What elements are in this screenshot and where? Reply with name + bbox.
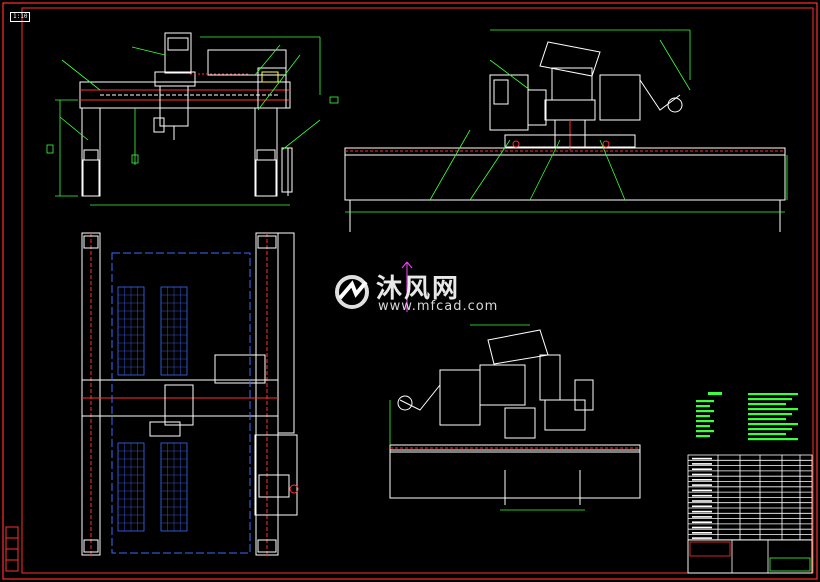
- note-line: [748, 433, 786, 436]
- title-block-cell: [692, 468, 712, 470]
- note-line: [696, 430, 714, 433]
- inner-frame: [21, 7, 814, 574]
- title-block-cell: [692, 532, 712, 534]
- title-block-cell: [692, 463, 712, 465]
- title-block: [687, 454, 813, 574]
- watermark-text: 沐风网: [376, 274, 461, 304]
- front-view-dimensions: [46, 36, 321, 206]
- note-line: [748, 403, 786, 406]
- title-block-cell: [692, 494, 712, 497]
- note-line: [748, 398, 792, 401]
- note-line: [748, 438, 798, 441]
- title-block-cell: [692, 505, 712, 508]
- note-line: [696, 405, 710, 408]
- title-block-cell: [692, 510, 712, 513]
- note-line: [696, 420, 714, 423]
- note-line: [696, 435, 710, 438]
- title-block-cell: [692, 500, 712, 502]
- note-line: [696, 415, 710, 418]
- note-line: [748, 408, 798, 411]
- note-line: [696, 400, 714, 403]
- title-block-cell: [692, 516, 712, 518]
- title-block-cell: [692, 484, 712, 486]
- axis-marker: [401, 261, 413, 312]
- note-line: [748, 428, 792, 431]
- side-view: [344, 41, 786, 232]
- rear-view: [389, 329, 641, 505]
- note-line: [748, 393, 798, 396]
- note-line: [748, 418, 786, 421]
- mfcad-logo-icon: [335, 275, 369, 309]
- scale-label: 1:10: [10, 12, 31, 22]
- top-view: [81, 232, 299, 556]
- title-block-cell: [692, 521, 712, 523]
- technical-notes: [696, 392, 798, 441]
- front-view: [79, 32, 293, 197]
- note-heading: [708, 392, 722, 395]
- note-line: [696, 425, 710, 428]
- title-block-cell: [692, 473, 712, 476]
- title-block-cell: [692, 489, 712, 492]
- watermark-url: www.mfcad.com: [378, 299, 499, 314]
- title-block-cell: [692, 537, 712, 539]
- note-line: [748, 423, 798, 426]
- title-block-cell: [692, 526, 712, 529]
- title-block-cell: [692, 479, 712, 481]
- rear-view-dimensions: [389, 324, 585, 511]
- watermark: 沐风网 www.mfcad.com: [332, 268, 497, 316]
- note-line: [748, 413, 792, 416]
- cutting-table: [111, 252, 251, 554]
- binding-strip: [5, 526, 19, 572]
- side-view-dimensions: [329, 29, 788, 213]
- title-block-cell: [692, 457, 712, 460]
- note-line: [696, 410, 714, 413]
